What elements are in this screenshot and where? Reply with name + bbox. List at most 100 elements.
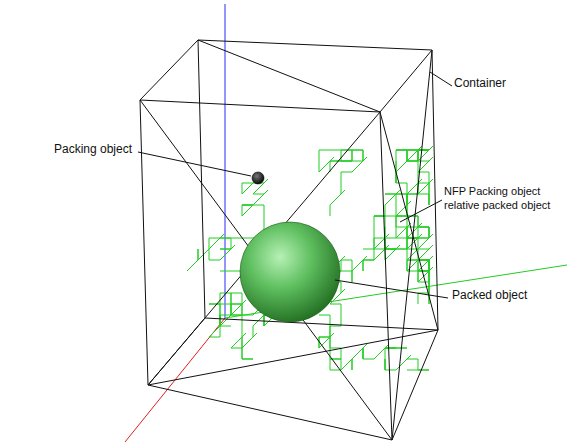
nfp-segment — [407, 150, 418, 151]
nfp-maze — [187, 146, 433, 370]
nfp-segment — [253, 205, 264, 206]
nfp-segment — [242, 315, 243, 326]
nfp-segment — [231, 293, 232, 304]
nfp-segment — [209, 238, 220, 239]
nfp-segment — [407, 260, 418, 261]
packed-sphere — [240, 222, 340, 322]
nfp-segment — [396, 150, 407, 151]
nfp-segment — [220, 315, 231, 316]
nfp-segment — [396, 194, 397, 205]
nfp-segment — [363, 348, 364, 359]
nfp-segment — [385, 238, 396, 239]
nfp-segment — [429, 183, 430, 194]
nfp-segment — [363, 348, 364, 359]
nfp-segment — [374, 249, 385, 250]
nfp-segment — [374, 238, 375, 249]
nfp-segment — [341, 282, 342, 293]
nfp-segment — [396, 216, 407, 217]
nfp-segment — [319, 161, 320, 172]
nfp-segment — [374, 238, 375, 249]
nfp-segment — [385, 370, 396, 371]
nfp-segment — [352, 260, 353, 271]
nfp-segment — [396, 249, 407, 250]
nfp-segment — [341, 260, 352, 261]
nfp-segment — [418, 271, 419, 282]
nfp-segment — [418, 271, 419, 282]
nfp-segment — [363, 260, 364, 271]
nfp-segment — [418, 150, 429, 151]
nfp-segment — [407, 260, 408, 271]
callout-label: Container — [454, 76, 554, 92]
nfp-segment — [363, 150, 364, 161]
nfp-segment — [418, 238, 419, 249]
nfp-segment — [407, 194, 408, 205]
nfp-segment — [319, 333, 334, 348]
nfp-segment — [407, 194, 408, 205]
nfp-segment — [242, 333, 257, 348]
nfp-segment — [341, 161, 352, 162]
nfp-segment — [231, 238, 242, 239]
nfp-segment — [220, 304, 221, 315]
nfp-segment — [341, 348, 342, 359]
nfp-segment — [429, 260, 430, 271]
nfp-segment — [396, 249, 407, 250]
nfp-segment — [385, 249, 396, 250]
nfp-segment — [429, 260, 430, 271]
nfp-segment — [231, 293, 242, 294]
nfp-segment — [418, 271, 429, 272]
nfp-segment — [341, 315, 342, 326]
nfp-segment — [385, 194, 396, 195]
nfp-segment — [407, 359, 418, 360]
nfp-segment — [385, 216, 396, 217]
nfp-segment — [407, 227, 418, 228]
nfp-segment — [418, 150, 419, 161]
nfp-segment — [418, 150, 419, 161]
nfp-segment — [385, 348, 396, 349]
nfp-segment — [319, 337, 330, 338]
callout-label: Packing object — [54, 142, 144, 158]
nfp-segment — [341, 359, 342, 370]
callout-label: Packed object — [452, 288, 552, 304]
nfp-segment — [242, 304, 243, 315]
nfp-segment — [341, 161, 352, 162]
nfp-segment — [231, 304, 232, 315]
nfp-segment — [242, 205, 253, 206]
nfp-segment — [385, 359, 386, 370]
packing-sphere — [252, 172, 264, 184]
nfp-segment — [407, 150, 408, 161]
nfp-segment — [385, 245, 400, 260]
nfp-segment — [429, 194, 430, 205]
nfp-segment — [242, 326, 243, 337]
nfp-segment — [209, 337, 220, 338]
nfp-segment — [407, 249, 408, 260]
nfp-segment — [407, 161, 418, 162]
nfp-segment — [253, 194, 264, 195]
nfp-segment — [418, 179, 433, 194]
nfp-segment — [407, 194, 408, 205]
nfp-segment — [418, 227, 429, 228]
nfp-segment — [330, 337, 331, 348]
nfp-segment — [341, 150, 352, 151]
nfp-segment — [242, 359, 253, 360]
nfp-segment — [220, 315, 221, 326]
nfp-segment — [418, 216, 419, 227]
nfp-segment — [242, 205, 253, 206]
nfp-segment — [407, 150, 408, 161]
nfp-segment — [385, 359, 386, 370]
nfp-segment — [418, 359, 419, 370]
nfp-segment — [429, 271, 430, 282]
nfp-segment — [396, 355, 411, 370]
nfp-segment — [231, 315, 242, 316]
nfp-segment — [242, 348, 243, 359]
nfp-segment — [407, 370, 418, 371]
nfp-segment — [242, 348, 243, 359]
nfp-segment — [352, 150, 353, 161]
nfp-segment — [220, 271, 231, 272]
nfp-segment — [231, 348, 242, 349]
nfp-segment — [407, 227, 408, 238]
nfp-segment — [385, 194, 396, 195]
nfp-segment — [396, 150, 407, 151]
nfp-segment — [374, 216, 375, 227]
nfp-segment — [429, 183, 430, 194]
